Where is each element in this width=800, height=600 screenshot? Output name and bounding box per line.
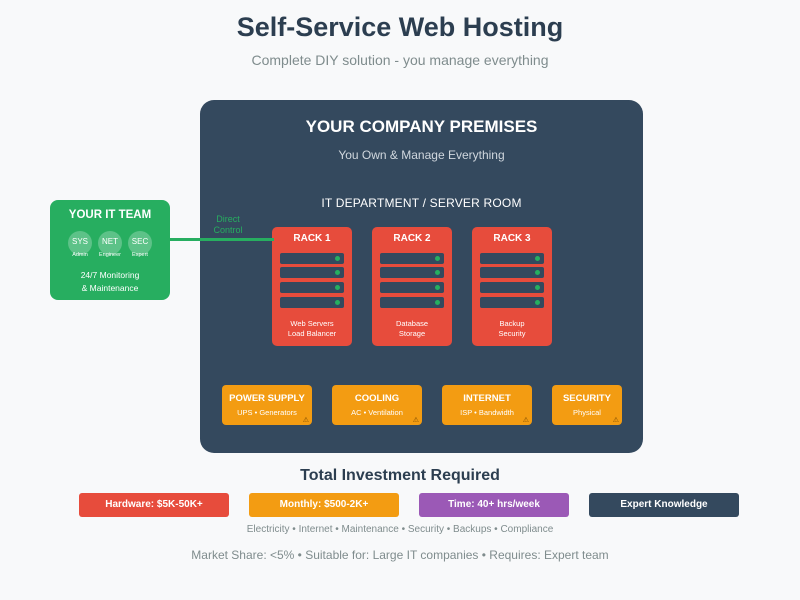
it-department-label: IT DEPARTMENT / SERVER ROOM: [321, 196, 522, 210]
investment-title: Total Investment Required: [300, 467, 500, 484]
rack-caption-line: Load Balancer: [287, 329, 337, 338]
warning-icon: ⚠: [412, 417, 419, 424]
server-unit: [280, 253, 344, 264]
role-avatar-sys: SYS: [68, 231, 92, 255]
server-unit: [380, 267, 444, 278]
monthly-cost-badge: Monthly: $500-2K+: [249, 493, 399, 517]
warning-icon: ⚠: [522, 417, 529, 424]
rack-title: RACK 2: [393, 233, 431, 244]
infra-subtitle: AC • Ventilation: [351, 408, 403, 417]
it-team-note-line: 24/7 Monitoring: [80, 270, 140, 280]
status-led-icon: [535, 285, 540, 290]
it-team-title: YOUR IT TEAM: [68, 209, 152, 221]
server-unit: [280, 267, 344, 278]
rack-caption-line: Storage: [398, 329, 426, 338]
rack-1: RACK 1 Web Servers Load Balancer: [272, 227, 352, 346]
infra-subtitle: ISP • Bandwidth: [460, 408, 514, 417]
role-abbr: SEC: [131, 237, 149, 246]
infra-title: INTERNET: [463, 393, 511, 404]
it-team-note-line: & Maintenance: [81, 283, 139, 293]
role-name: Engineer: [98, 252, 122, 258]
infra-internet: INTERNET ISP • Bandwidth ⚠: [442, 385, 532, 425]
rack-caption-line: Web Servers: [290, 319, 334, 328]
rack-caption: Web Servers Load Balancer: [272, 319, 352, 339]
status-led-icon: [535, 270, 540, 275]
status-led-icon: [435, 256, 440, 261]
infra-subtitle: Physical: [573, 408, 601, 417]
status-led-icon: [335, 300, 340, 305]
hardware-cost-badge: Hardware: $5K-50K+: [79, 493, 229, 517]
server-unit: [480, 297, 544, 308]
status-led-icon: [535, 256, 540, 261]
rack-caption: Backup Security: [472, 319, 552, 339]
status-led-icon: [335, 285, 340, 290]
direct-control-label: Direct Control: [203, 214, 253, 236]
server-unit: [380, 253, 444, 264]
rack-caption-line: Security: [498, 329, 526, 338]
direct-control-line: Control: [213, 225, 243, 235]
rack-3: RACK 3 Backup Security: [472, 227, 552, 346]
direct-control-line: Direct: [216, 214, 240, 224]
it-team-note: 24/7 Monitoring & Maintenance: [50, 269, 170, 295]
server-unit: [280, 297, 344, 308]
infra-title: POWER SUPPLY: [229, 393, 305, 404]
direct-control-connector: [170, 238, 274, 241]
infra-subtitle: UPS • Generators: [237, 408, 297, 417]
infra-title: COOLING: [354, 393, 400, 404]
server-unit: [280, 282, 344, 293]
infra-title: SECURITY: [562, 393, 612, 404]
market-share-footer: Market Share: <5% • Suitable for: Large …: [191, 548, 609, 562]
server-unit: [480, 253, 544, 264]
rack-caption: Database Storage: [372, 319, 452, 339]
infra-cooling: COOLING AC • Ventilation ⚠: [332, 385, 422, 425]
server-unit: [480, 267, 544, 278]
status-led-icon: [435, 300, 440, 305]
rack-caption-line: Database: [395, 319, 429, 328]
rack-caption-line: Backup: [499, 319, 525, 328]
cost-details: Electricity • Internet • Maintenance • S…: [246, 524, 554, 535]
premises-subtitle: You Own & Manage Everything: [338, 148, 505, 162]
role-name: Admin: [72, 252, 88, 258]
it-team-panel: YOUR IT TEAM SYS NET SEC Admin Engineer …: [50, 200, 170, 300]
time-cost-badge: Time: 40+ hrs/week: [419, 493, 569, 517]
warning-icon: ⚠: [302, 417, 309, 424]
page-subtitle: Complete DIY solution - you manage every…: [251, 52, 549, 68]
rack-2: RACK 2 Database Storage: [372, 227, 452, 346]
status-led-icon: [435, 270, 440, 275]
role-avatar-net: NET: [98, 231, 122, 255]
rack-title: RACK 1: [293, 233, 331, 244]
warning-icon: ⚠: [612, 417, 619, 424]
role-abbr: NET: [102, 237, 118, 246]
infra-security: SECURITY Physical ⚠: [552, 385, 622, 425]
rack-title: RACK 3: [493, 233, 531, 244]
status-led-icon: [335, 256, 340, 261]
status-led-icon: [335, 270, 340, 275]
server-unit: [380, 297, 444, 308]
role-avatar-sec: SEC: [128, 231, 152, 255]
page-title: Self-Service Web Hosting: [236, 12, 564, 42]
role-name: Expert: [132, 252, 148, 258]
premises-title: YOUR COMPANY PREMISES: [305, 117, 538, 136]
status-led-icon: [435, 285, 440, 290]
infra-power-supply: POWER SUPPLY UPS • Generators ⚠: [222, 385, 312, 425]
role-abbr: SYS: [71, 237, 88, 246]
server-unit: [480, 282, 544, 293]
status-led-icon: [535, 300, 540, 305]
expert-knowledge-badge: Expert Knowledge: [589, 493, 739, 517]
server-unit: [380, 282, 444, 293]
